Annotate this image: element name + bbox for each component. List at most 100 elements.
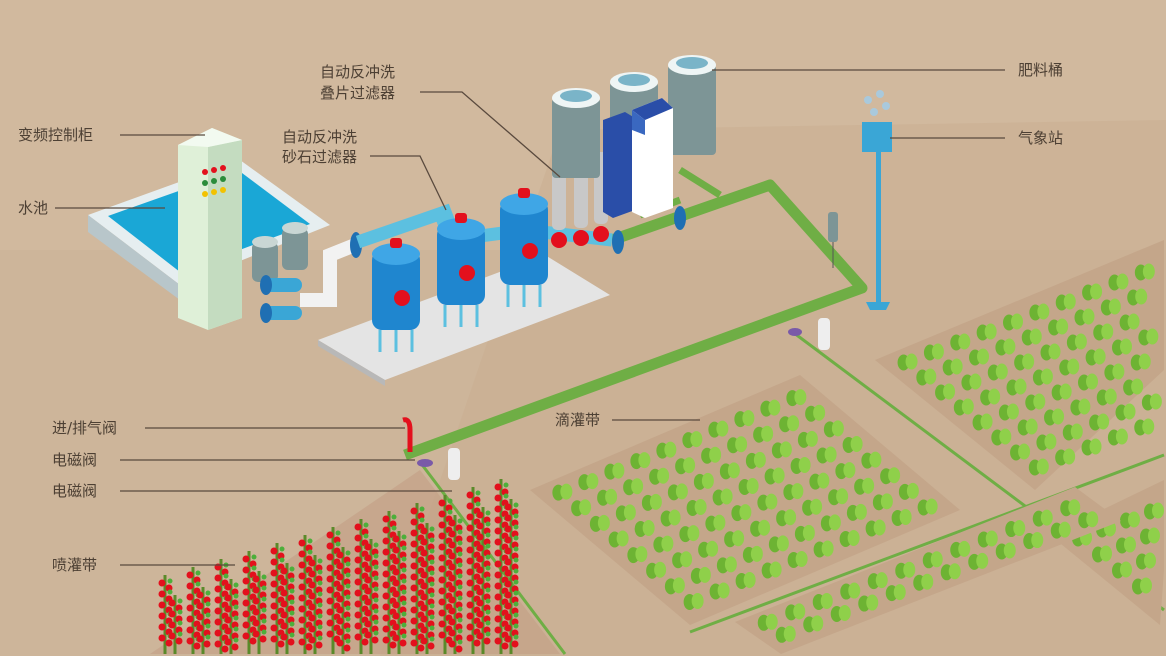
plant [604,462,625,480]
plant [865,519,886,537]
plant [760,399,781,417]
plant [708,420,729,438]
plant [1140,527,1160,545]
plant [950,333,971,351]
tomato-plant [476,507,491,654]
plant [1127,288,1148,306]
leader-lines [55,69,1005,566]
plant [1066,333,1087,351]
platform-edge [318,340,385,386]
plant [771,441,792,459]
plant [779,415,800,433]
plant [1036,433,1057,451]
plant [1025,393,1046,411]
plant [690,566,711,584]
plant [840,582,861,600]
plant [977,530,998,548]
label-spray-tape: 喷灌带 [52,556,98,574]
tomato-plant [364,539,379,654]
pumps [252,222,308,323]
plant [1029,303,1050,321]
plant [1141,393,1162,411]
plant [1089,413,1110,431]
tomato-plant [448,515,463,654]
plant [1062,423,1083,441]
plant [742,545,763,563]
plant [898,482,919,500]
air-valve [402,417,413,452]
plant [1132,577,1152,595]
plant [1059,358,1080,376]
plant [761,561,782,579]
plant [895,561,916,579]
plant [816,446,837,464]
sand-filters [372,188,548,352]
plant [1085,348,1106,366]
plant [1051,383,1072,401]
plant [813,540,834,558]
plant [1010,443,1031,461]
plant [660,509,681,527]
label-solenoid-valve-2: 电磁阀 [52,482,98,500]
plant [615,504,636,522]
plant [1017,418,1038,436]
plant [1096,388,1117,406]
plant [880,467,901,485]
tomato-field [150,470,560,654]
plant [1123,378,1144,396]
plant [923,343,944,361]
plant [1100,298,1121,316]
plant [802,498,823,516]
plant [891,508,912,526]
plant [757,493,778,511]
plant [1081,438,1102,456]
plant [1005,520,1026,538]
sand-filter-tank [437,213,485,327]
plant [980,388,1001,406]
plant [805,404,826,422]
plant [953,398,974,416]
label-sand-filter-2: 砂石过滤器 [282,148,358,166]
plant [1134,418,1155,436]
tomato-plant [280,563,295,654]
plant [682,431,703,449]
tomato-plant [270,543,285,654]
plant [995,338,1016,356]
plant [578,473,599,491]
solenoid-valve-1 [417,459,433,467]
plant [790,456,811,474]
vfd-control-cabinet [178,128,242,330]
plant [917,498,938,516]
plant [719,462,740,480]
plant [968,552,989,570]
plant [913,573,934,591]
label-air-valve: 进/排气阀 [52,419,118,437]
plant [922,551,943,569]
tomato-plant [224,579,239,654]
plant [942,358,963,376]
sensor-posts [448,212,838,480]
tomato-plant [504,499,519,654]
plant [828,488,849,506]
plant [653,535,674,553]
plant [1078,373,1099,391]
plant [709,582,730,600]
plant [608,530,629,548]
label-disc-filter-2: 叠片过滤器 [320,84,396,102]
sand-filter-tank [500,188,548,307]
plant [809,472,830,490]
plant [630,452,651,470]
plant [987,363,1008,381]
plant [683,592,704,610]
plant [935,383,956,401]
plant [861,451,882,469]
tomato-plant [336,547,351,654]
plant [1115,403,1136,421]
plant [1144,502,1164,520]
plant [854,477,875,495]
plant [803,615,824,633]
tomato-plant [392,531,407,654]
plant [812,592,833,610]
plant [1055,448,1076,466]
plant [698,540,719,558]
